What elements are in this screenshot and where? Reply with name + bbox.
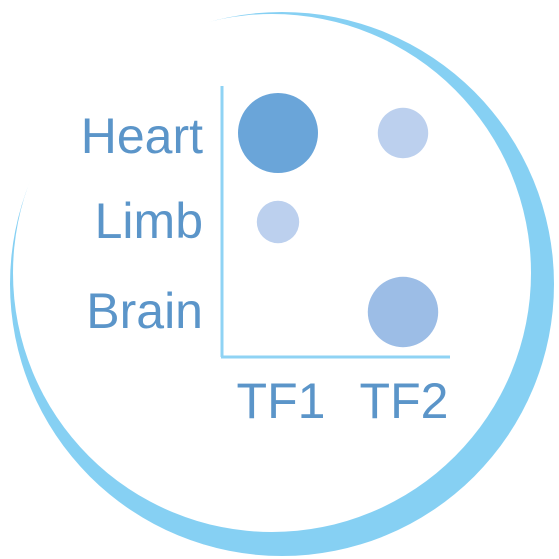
x-label-tf1: TF1 xyxy=(237,373,326,429)
y-label-brain: Brain xyxy=(86,283,203,339)
inner-disc xyxy=(13,14,531,532)
dot-tf2-heart xyxy=(377,107,429,159)
y-label-heart: Heart xyxy=(81,108,203,164)
dot-tf1-limb xyxy=(256,200,300,244)
x-label-tf2: TF2 xyxy=(360,373,449,429)
y-label-limb: Limb xyxy=(95,193,203,249)
dot-tf1-heart xyxy=(238,93,318,173)
dot-tf2-brain xyxy=(367,276,439,348)
